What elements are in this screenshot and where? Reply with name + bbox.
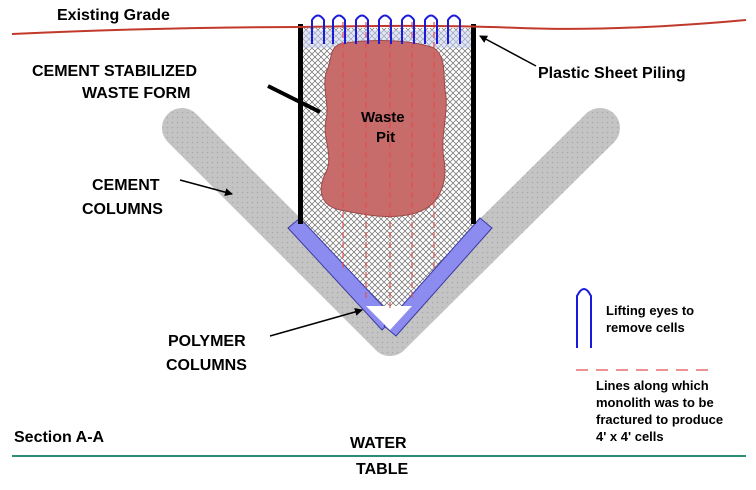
leader-lines [179,35,537,337]
cement-stabilized-label-2: WASTE FORM [82,85,190,102]
lifting-eyes-legend-label-1: Lifting eyes to [606,303,694,318]
polymer-columns-label-1: POLYMER [168,333,246,350]
cement-stabilized-label-1: CEMENT STABILIZED [32,63,197,80]
polymer-columns-arrow [269,308,363,337]
existing-grade-label: Existing Grade [57,7,170,24]
water-table-label-1: WATER [350,435,407,452]
section-label: Section A-A [14,429,105,446]
plastic-sheet-piling-label: Plastic Sheet Piling [538,65,686,82]
cement-columns-arrow [179,179,233,197]
fracture-legend-label-2: monolith was to be [596,395,714,410]
fracture-legend-label-4: 4' x 4' cells [596,429,664,444]
water-table-label-2: TABLE [356,461,408,478]
waste-pit-label-2: Pit [376,129,395,146]
cement-columns-label-2: COLUMNS [82,201,163,218]
plastic-sheet-piling-arrow [479,35,537,67]
lifting-eyes [311,14,461,44]
fracture-legend-label-3: fractured to produce [596,412,723,427]
legend: Lifting eyes to remove cells Lines along… [576,288,723,444]
waste-pit [320,40,447,218]
waste-pit-label-1: Waste [361,109,405,126]
fracture-lines [342,22,435,310]
fracture-legend-label-1: Lines along which [596,378,709,393]
cement-columns-label-1: CEMENT [92,177,160,194]
lifting-eyes-legend-label-2: remove cells [606,320,685,335]
plastic-sheet-piling [298,24,476,224]
cement-stabilized-leader [267,84,321,114]
lifting-eye-legend-icon [576,288,592,348]
void-tip [366,306,412,330]
polymer-columns-label-2: COLUMNS [166,357,247,374]
